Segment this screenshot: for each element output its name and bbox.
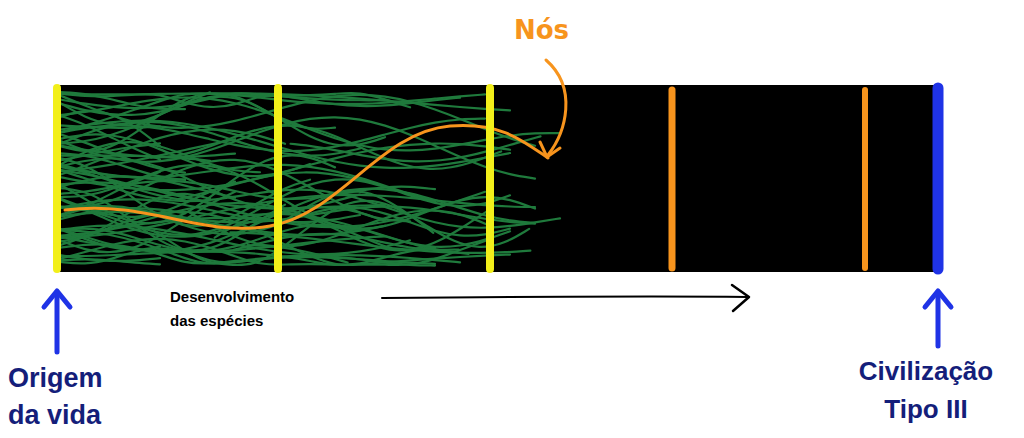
species-line — [60, 192, 235, 252]
progress-arrowhead — [732, 285, 749, 311]
endpoint-label: Civilização Tipo III — [838, 352, 1014, 428]
species-line — [60, 94, 485, 114]
blue-arrowhead — [925, 291, 951, 307]
species-line — [60, 111, 160, 146]
species-line — [234, 234, 459, 250]
species-line — [60, 92, 210, 143]
axis-label: Desenvolvimento das espécies — [170, 285, 320, 333]
species-line — [60, 176, 235, 197]
species-line — [60, 182, 485, 227]
human-lineage — [65, 125, 548, 228]
yellow-marker — [274, 88, 282, 269]
callout-label: Nós — [514, 14, 594, 46]
species-lines — [60, 92, 560, 266]
orange-marker — [669, 90, 676, 268]
endpoint-label: Origem da vida — [8, 360, 136, 434]
blue-arrowhead — [44, 291, 70, 307]
progress-arrow — [382, 297, 748, 298]
species-line — [60, 165, 535, 228]
leader-line — [546, 60, 566, 155]
species-line — [60, 255, 160, 261]
species-line — [60, 94, 460, 107]
blue-arrow — [55, 292, 60, 352]
black-band — [55, 85, 940, 272]
blue-arrow — [936, 292, 941, 346]
orange-marker — [862, 90, 868, 268]
yellow-marker — [53, 88, 61, 269]
leader-arrowhead — [540, 142, 560, 157]
yellow-marker — [486, 88, 494, 269]
species-line — [154, 201, 529, 265]
species-line — [60, 93, 385, 108]
blue-marker — [933, 88, 944, 269]
species-line — [60, 134, 185, 172]
species-line — [60, 230, 460, 263]
